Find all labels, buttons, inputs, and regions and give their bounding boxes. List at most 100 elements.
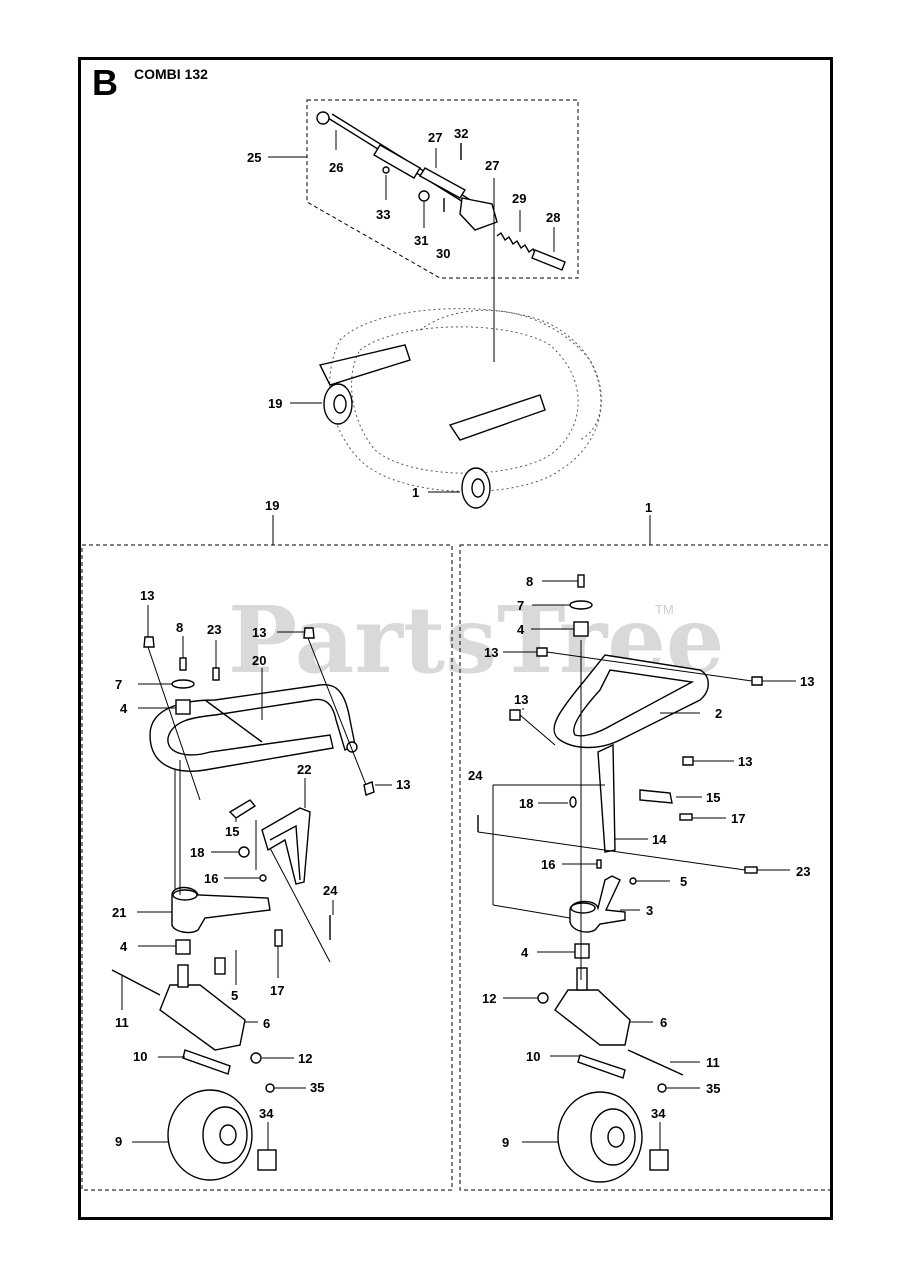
callout-9: 9 [115,1134,122,1149]
callout-8: 8 [526,574,533,589]
callout-1: 1 [412,485,419,500]
washer-7 [569,600,593,610]
mower-deck-outline [329,308,602,492]
callout-24: 24 [323,883,338,898]
washer-35 [657,1083,667,1093]
callout-16: 16 [541,857,555,872]
callout-4: 4 [120,939,128,954]
callout-18: 18 [190,845,204,860]
callout-13: 13 [484,645,498,660]
callout-7: 7 [115,677,122,692]
callout-31: 31 [414,233,428,248]
screw-5 [629,877,637,885]
callout-8: 8 [176,620,183,635]
bearing-34 [257,1149,277,1171]
bolt-11 [627,1049,684,1076]
callout-27: 27 [485,158,499,173]
left-panel: 13 8 23 13 20 7 4 13 22 15 18 16 24 21 4… [81,544,453,1191]
pin-16 [259,874,267,882]
screw-23 [212,667,220,681]
bolt-8 [577,574,585,588]
washer-35 [265,1083,275,1093]
callout-35: 35 [310,1080,324,1095]
bolt-11 [111,969,161,996]
screw-5 [214,957,226,975]
callout-6: 6 [263,1016,270,1031]
nut-18 [569,796,577,808]
caster-arm-right [448,394,546,441]
lever-15 [639,789,673,804]
bushing-4 [573,621,589,637]
callout-10: 10 [526,1049,540,1064]
callout-17: 17 [731,811,745,826]
callout-23: 23 [207,622,221,637]
callout-4: 4 [517,622,525,637]
callout-12: 12 [298,1051,312,1066]
callout-34: 34 [259,1106,274,1121]
bolt-8 [179,657,187,671]
callout-11: 11 [115,1015,129,1030]
caster-arm-left [318,344,411,386]
lever-15 [228,799,257,819]
callout-15: 15 [225,824,239,839]
sleeve-part [373,144,421,179]
pin-16 [596,859,602,869]
spacer-10 [577,1054,626,1079]
callout-13: 13 [514,692,528,707]
bolt-13 [143,636,155,648]
callout-21: 21 [112,905,126,920]
deck-overview [272,308,651,545]
right-panel-box [459,544,832,1191]
callout-2: 2 [715,706,722,721]
bolt-17 [274,929,283,947]
callout-30: 30 [436,246,450,261]
bracket-part [459,197,498,231]
callout-13: 13 [396,777,410,792]
bearing-34 [649,1149,669,1171]
caster-arm-20 [149,684,356,772]
callout-5: 5 [680,874,687,889]
spacer-10 [182,1049,231,1075]
bushing-4 [175,699,191,715]
callout-12: 12 [482,991,496,1006]
wheel-yoke-6 [159,984,246,1051]
callout-29: 29 [512,191,526,206]
model-title: COMBI 132 [134,66,208,82]
nut-12 [250,1052,262,1064]
pin-part [531,249,566,271]
top-assembly [268,99,579,362]
callout-4: 4 [120,701,128,716]
callout-22: 22 [297,762,311,777]
wheel-yoke-6 [554,989,631,1046]
callout-6: 6 [660,1015,667,1030]
callout-13: 13 [140,588,154,603]
callout-10: 10 [133,1049,147,1064]
callout-14: 14 [652,832,667,847]
bolt-17 [679,813,693,821]
callout-9: 9 [502,1135,509,1150]
bolt-13 [536,647,548,657]
rod-eye [316,111,330,125]
section-letter: B [92,62,118,103]
callout-26: 26 [329,160,343,175]
nut-12 [537,992,549,1004]
fork-3 [569,875,626,933]
callout-13: 13 [252,625,266,640]
top-assembly-box [306,99,579,279]
caster-wheel-left [323,383,353,425]
callout-35: 35 [706,1081,720,1096]
callout-18: 18 [519,796,533,811]
callout-33: 33 [376,207,390,222]
callout-34: 34 [651,1106,666,1121]
watermark-trademark: TM [655,602,674,617]
caster-wheel-right [461,467,491,509]
panel-label-1: 1 [645,500,652,515]
callout-23: 23 [796,864,810,879]
callout-15: 15 [706,790,720,805]
callout-16: 16 [204,871,218,886]
callout-13: 13 [738,754,752,769]
callout-24: 24 [468,768,483,783]
callout-25: 25 [247,150,261,165]
callout-11: 11 [706,1055,720,1070]
